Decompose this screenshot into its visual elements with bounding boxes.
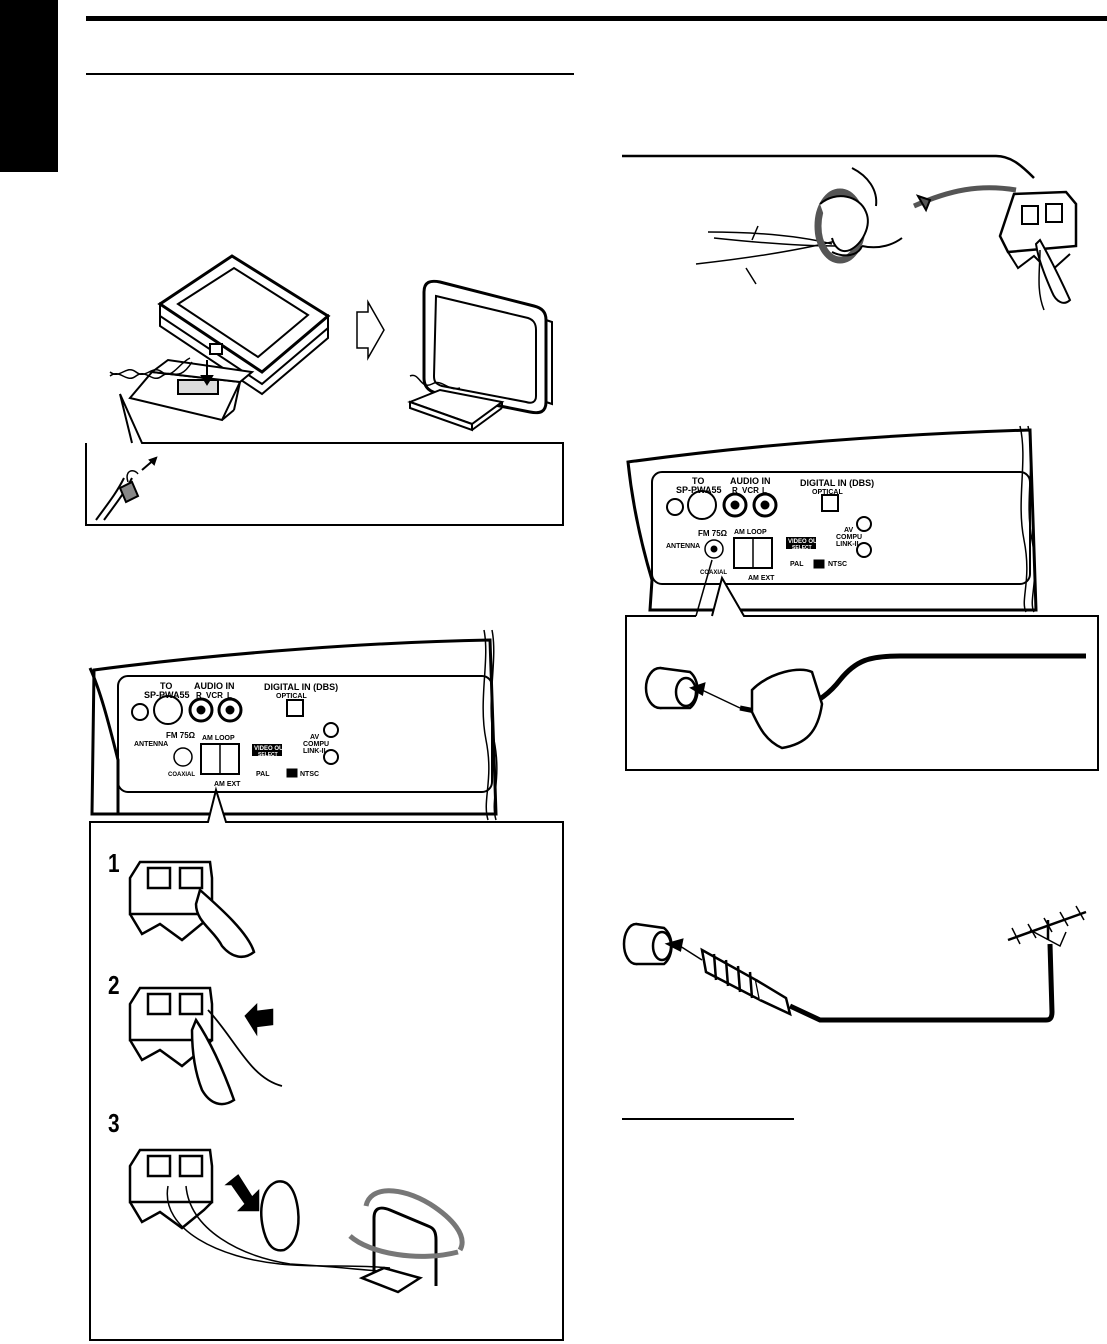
optical-label: OPTICAL (276, 693, 307, 700)
arrow-right-icon (356, 299, 385, 361)
compu-label-large: COMPU (836, 534, 862, 541)
optical-label-large: OPTICAL (812, 489, 843, 496)
audio-in-label: AUDIO IN (194, 681, 235, 691)
link-label-large: LINK-II (836, 541, 859, 548)
step-number-2: 2 (108, 970, 120, 1000)
step-number-1: 1 (108, 848, 120, 878)
coaxial-label: COAXIAL (168, 772, 195, 778)
select-label-large: SELECT (792, 545, 812, 551)
antenna-label-large: ANTENNA (666, 543, 700, 550)
l-label: L (227, 691, 232, 700)
av-label-large: AV (844, 527, 854, 534)
digital-in-label: DIGITAL IN (DBS) (264, 682, 338, 692)
sp-pwa55-label-large: SP-PWA55 (676, 485, 722, 495)
section-rule (86, 73, 574, 75)
pal-label-large: PAL (790, 561, 804, 568)
am-ext-label-large: AM EXT (748, 575, 775, 582)
r-label: R (196, 691, 202, 700)
am-ext-label: AM EXT (214, 781, 241, 788)
ntsc-label-large: NTSC (828, 561, 847, 568)
link-label: LINK-II (303, 748, 326, 755)
digital-in-label-large: DIGITAL IN (DBS) (800, 478, 874, 488)
antenna-label: ANTENNA (134, 741, 168, 748)
compu-label: COMPU (303, 741, 329, 748)
am-loop-label-large: AM LOOP (734, 529, 767, 536)
sp-pwa55-label: SP-PWA55 (144, 690, 190, 700)
l-label-large: L (762, 486, 767, 495)
step-2-illustration (128, 986, 283, 1106)
vcr-label-large: VCR (742, 486, 759, 495)
select-label: SELECT (258, 752, 278, 758)
wire-twist-illustration (622, 154, 1078, 311)
video-out-label: VIDEO OUT (254, 746, 287, 752)
vcr-label: VCR (206, 691, 223, 700)
video-out-badge-large (786, 537, 816, 549)
video-out-label-large: VIDEO OUT (788, 539, 821, 545)
to-label: TO (160, 681, 172, 691)
language-tab (0, 0, 58, 172)
section-rule-right (622, 1118, 794, 1120)
am-loop-label: AM LOOP (202, 735, 235, 742)
rear-panel-small (88, 629, 498, 821)
fm-label-large: FM 75Ω (698, 529, 728, 538)
av-label: AV (310, 734, 320, 741)
wire-tip-callout (85, 393, 564, 526)
header-rule (86, 16, 1107, 21)
outdoor-fm-antenna-illustration (622, 905, 1087, 1023)
rear-panel-large (626, 425, 1038, 613)
step-number-3: 3 (108, 1108, 120, 1138)
audio-in-label-large: AUDIO IN (730, 476, 771, 486)
step-3-illustration (128, 1148, 465, 1294)
coaxial-label-large: COAXIAL (700, 570, 727, 576)
step-1-illustration (128, 860, 256, 959)
pal-label: PAL (256, 771, 270, 778)
fm-wire-connect-illustration (644, 653, 1086, 750)
am-loop-antenna-flat-illustration (109, 254, 331, 422)
video-out-badge (252, 744, 282, 756)
to-label-large: TO (692, 476, 704, 486)
fm-label: FM 75Ω (166, 731, 196, 740)
ntsc-label: NTSC (300, 771, 319, 778)
am-loop-antenna-standing-illustration (407, 279, 553, 432)
r-label-large: R (732, 486, 738, 495)
fm-coax-callout (625, 559, 1099, 771)
